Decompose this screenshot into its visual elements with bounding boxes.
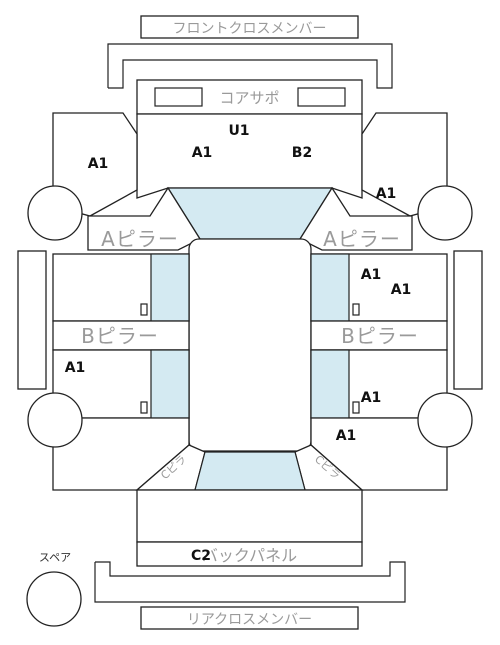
front-bumper-bracket[interactable]	[107, 43, 393, 89]
left-rear-door-glass[interactable]	[150, 349, 190, 419]
left-front-door-handle[interactable]	[140, 303, 148, 316]
right-front-door-glass[interactable]	[310, 253, 350, 322]
right-front-door-handle[interactable]	[352, 303, 360, 316]
left-side-sill[interactable]	[17, 250, 47, 390]
damage-code-right-rear-quarter: A1	[336, 428, 357, 444]
roof-panel[interactable]	[188, 238, 312, 452]
rear-left-wheel[interactable]	[27, 392, 83, 448]
left-front-door-glass[interactable]	[150, 253, 190, 322]
headlight-left[interactable]	[154, 87, 203, 107]
damage-code-right-front-door-2: A1	[391, 282, 412, 298]
rear-window[interactable]	[194, 451, 306, 491]
back-panel-label: バックパネル	[202, 546, 297, 565]
damage-code-hood-b2: B2	[292, 145, 312, 161]
right-rear-door-glass[interactable]	[310, 349, 350, 419]
front-cross-member-box[interactable]	[140, 15, 359, 39]
damage-code-right-rear-door: A1	[361, 390, 382, 406]
b-pillar-right[interactable]	[310, 320, 448, 351]
back-panel[interactable]	[136, 541, 363, 567]
b-pillar-left[interactable]	[52, 320, 190, 351]
a-pillar-left-label: Aピラー	[101, 227, 179, 251]
core-support-panel[interactable]	[136, 79, 363, 115]
core-support-label: コアサポ	[219, 89, 279, 107]
rear-cross-member-box[interactable]	[140, 606, 359, 630]
front-right-wheel[interactable]	[417, 185, 473, 241]
damage-code-u1: U1	[228, 123, 249, 139]
damage-code-hood-a1: A1	[192, 145, 213, 161]
rear-cross-member-label: リアクロスメンバー	[187, 612, 312, 628]
damage-code-right-front-door-1: A1	[361, 267, 382, 283]
rear-right-wheel[interactable]	[417, 392, 473, 448]
right-side-sill[interactable]	[453, 250, 483, 390]
right-rear-door-handle[interactable]	[352, 401, 360, 414]
rear-bumper-bracket[interactable]	[94, 561, 406, 603]
damage-code-left-rear-door: A1	[65, 360, 86, 376]
spare-tire-label: スペア	[39, 551, 71, 564]
front-cross-member-label: フロントクロスメンバー	[173, 21, 327, 37]
left-rear-door-handle[interactable]	[140, 401, 148, 414]
spare-tire[interactable]	[26, 571, 82, 627]
damage-code-front-left-fender: A1	[88, 156, 109, 172]
damage-code-front-right-fender: A1	[376, 186, 397, 202]
b-pillar-right-label: Bピラー	[341, 324, 419, 348]
front-left-wheel[interactable]	[27, 185, 83, 241]
a-pillar-right-label: Aピラー	[323, 227, 401, 251]
damage-code-back-panel: C2	[191, 548, 211, 564]
headlight-right[interactable]	[297, 87, 346, 107]
b-pillar-left-label: Bピラー	[81, 324, 159, 348]
trunk-lid[interactable]	[136, 489, 363, 543]
